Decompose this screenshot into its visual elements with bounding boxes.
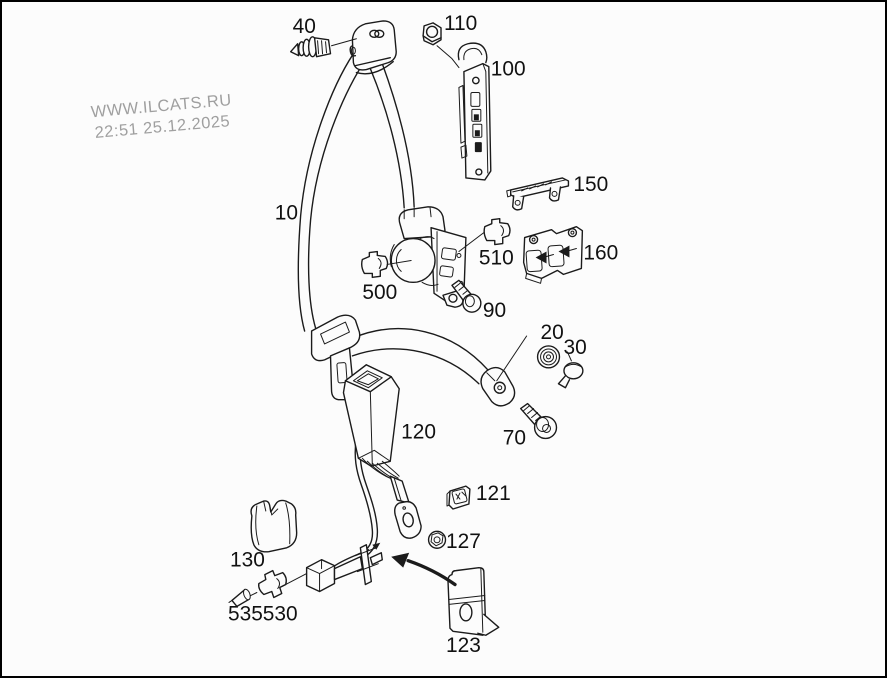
clip-500 bbox=[361, 250, 412, 279]
nut-110 bbox=[422, 22, 460, 69]
part-label-90: 90 bbox=[483, 299, 506, 322]
cable-connector bbox=[305, 544, 383, 593]
shoulder-belt-strap bbox=[297, 52, 415, 332]
bolt-70 bbox=[519, 402, 558, 440]
sensor-535 bbox=[228, 588, 258, 608]
cap-30-leader bbox=[566, 351, 572, 362]
clip-510 bbox=[458, 218, 511, 253]
part-label-110: 110 bbox=[444, 12, 477, 35]
nut-127 bbox=[427, 530, 447, 549]
part-label-10: 10 bbox=[275, 202, 298, 225]
part-label-130: 130 bbox=[230, 549, 265, 572]
belt-end-fitting bbox=[480, 366, 516, 407]
pointer-arrow bbox=[391, 552, 457, 587]
watermark: WWW.ILCATS.RU 22:51 25.12.2025 bbox=[90, 91, 232, 142]
top-anchor-bracket bbox=[349, 20, 397, 75]
latch-tongue bbox=[310, 314, 361, 401]
bolt-90 bbox=[451, 279, 482, 313]
clip-121 bbox=[446, 485, 471, 510]
part-labels: 40 110 100 150 10 510 160 500 90 20 30 1… bbox=[228, 12, 618, 657]
height-adjuster-100 bbox=[457, 42, 492, 181]
part-label-30: 30 bbox=[563, 336, 586, 359]
lap-belt-strap bbox=[351, 327, 489, 385]
bolt-40 bbox=[289, 36, 357, 58]
clip-510-leader bbox=[458, 232, 485, 253]
cap-30 bbox=[557, 351, 584, 389]
part-label-70: 70 bbox=[503, 426, 526, 449]
bracket-123 bbox=[447, 566, 500, 636]
clip-530-leader bbox=[281, 573, 308, 588]
retractor-mechanism bbox=[389, 206, 467, 308]
sensor-535-leader bbox=[250, 591, 258, 596]
part-label-40: 40 bbox=[293, 15, 316, 38]
part-label-123: 123 bbox=[446, 634, 481, 657]
part-label-100: 100 bbox=[491, 58, 526, 81]
part-label-160: 160 bbox=[583, 241, 618, 264]
nut-110-leader bbox=[436, 45, 460, 69]
part-label-20: 20 bbox=[541, 321, 564, 344]
buckle-120 bbox=[342, 364, 400, 467]
part-label-121: 121 bbox=[476, 482, 511, 505]
part-label-127: 127 bbox=[446, 530, 481, 553]
part-label-530: 530 bbox=[263, 602, 298, 625]
clip-530 bbox=[258, 569, 308, 599]
washer-20 bbox=[496, 335, 561, 382]
bracket-160 bbox=[522, 225, 584, 284]
washer-20-leader bbox=[496, 335, 528, 382]
part-label-535: 535 bbox=[228, 602, 263, 625]
clip-500-leader bbox=[386, 259, 412, 265]
part-label-500: 500 bbox=[362, 281, 397, 304]
part-label-120: 120 bbox=[401, 420, 436, 443]
bracket-150 bbox=[506, 177, 570, 211]
holder-130 bbox=[250, 499, 298, 553]
part-label-510: 510 bbox=[479, 246, 514, 269]
buckle-stalk-anchor bbox=[389, 475, 422, 539]
part-label-150: 150 bbox=[573, 173, 608, 196]
bolt-40-leader bbox=[331, 38, 357, 47]
